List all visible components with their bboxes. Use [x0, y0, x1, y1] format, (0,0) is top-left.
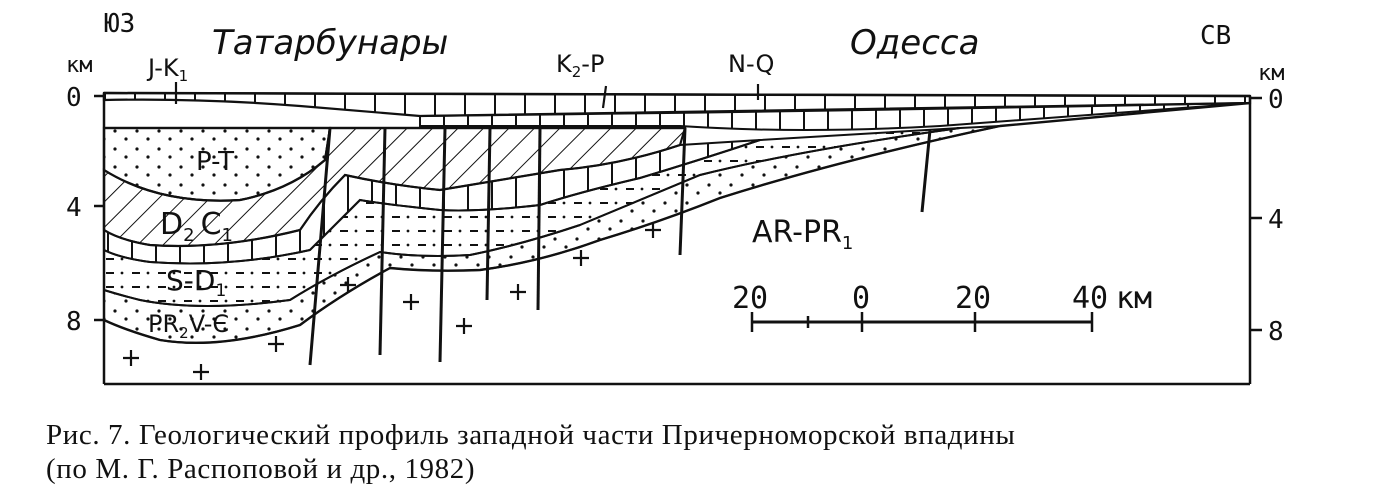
- surface-line: [103, 91, 1251, 98]
- scale-label-20-right: 20: [955, 281, 991, 316]
- direction-southwest: ЮЗ: [104, 9, 135, 39]
- label-k2-p: K2-P: [556, 50, 604, 81]
- left-axis-unit: км: [66, 53, 93, 78]
- scale-unit: км: [1116, 281, 1152, 316]
- label-ar-pr1: AR-PR1: [752, 215, 853, 254]
- label-s-d1: S-D1: [166, 264, 226, 301]
- top-unit-markers: [174, 82, 760, 109]
- label-pr2-v: PR2V-Є: [148, 310, 229, 342]
- right-tick-4: 4: [1268, 205, 1284, 235]
- scale-label-20-left: 20: [732, 281, 768, 316]
- left-tick-8: 8: [66, 307, 82, 337]
- place-odessa: Одесса: [850, 23, 979, 63]
- basement-top: [103, 101, 1251, 345]
- figure-caption: Рис. 7. Геологический профиль западной ч…: [46, 418, 1366, 486]
- left-tick-4: 4: [66, 193, 82, 223]
- right-axis-unit: км: [1258, 61, 1285, 86]
- faults: [308, 127, 932, 366]
- layer-upper-east: [419, 102, 1251, 131]
- scale-label-40: 40: [1072, 281, 1108, 316]
- left-tick-0: 0: [66, 83, 82, 113]
- geological-profile: ЮЗ СВ км км 0 4 8 0 4 8 Татарбунары Одес…: [66, 9, 1285, 386]
- basement-crosses: [123, 222, 661, 380]
- scale-bar: 20 0 20 40 км: [732, 281, 1152, 332]
- right-tick-0: 0: [1268, 85, 1284, 115]
- label-p-t: P-T: [196, 147, 234, 177]
- place-tatarbunary: Татарбунары: [212, 23, 448, 63]
- label-j-k1: J-K1: [146, 54, 188, 85]
- scale-label-0: 0: [852, 281, 870, 316]
- caption-line-2: (по М. Г. Распоповой и др., 1982): [46, 453, 476, 485]
- caption-line-1: Рис. 7. Геологический профиль западной ч…: [46, 419, 1016, 451]
- label-n-q: N-Q: [728, 50, 774, 78]
- right-tick-8: 8: [1268, 317, 1284, 347]
- direction-northeast: СВ: [1200, 21, 1231, 51]
- left-axis: [94, 94, 104, 322]
- right-axis: [1250, 96, 1262, 332]
